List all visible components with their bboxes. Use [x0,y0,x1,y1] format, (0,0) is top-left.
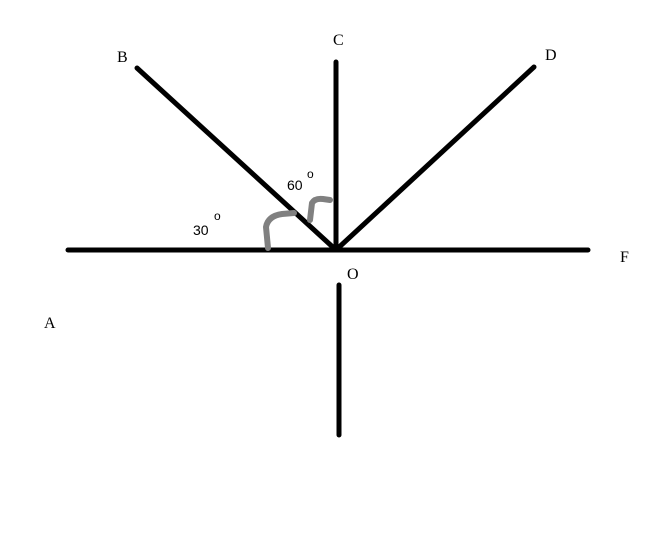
angle-label-boc: 60 [287,177,303,193]
point-label-c: C [333,32,344,49]
angle-degree-boc: o [307,167,314,181]
angle-degree-aob: o [214,209,221,223]
point-label-a: A [44,315,56,332]
point-label-d: D [545,47,557,64]
angle-arc-aob [263,210,297,251]
angle-label-aob: 30 [193,222,209,238]
point-label-f: F [620,249,629,266]
point-label-o: O [347,266,359,283]
ray-ob [134,65,339,253]
ray-od [333,64,537,253]
point-label-b: B [117,49,128,66]
angle-arc-boc [307,195,333,223]
